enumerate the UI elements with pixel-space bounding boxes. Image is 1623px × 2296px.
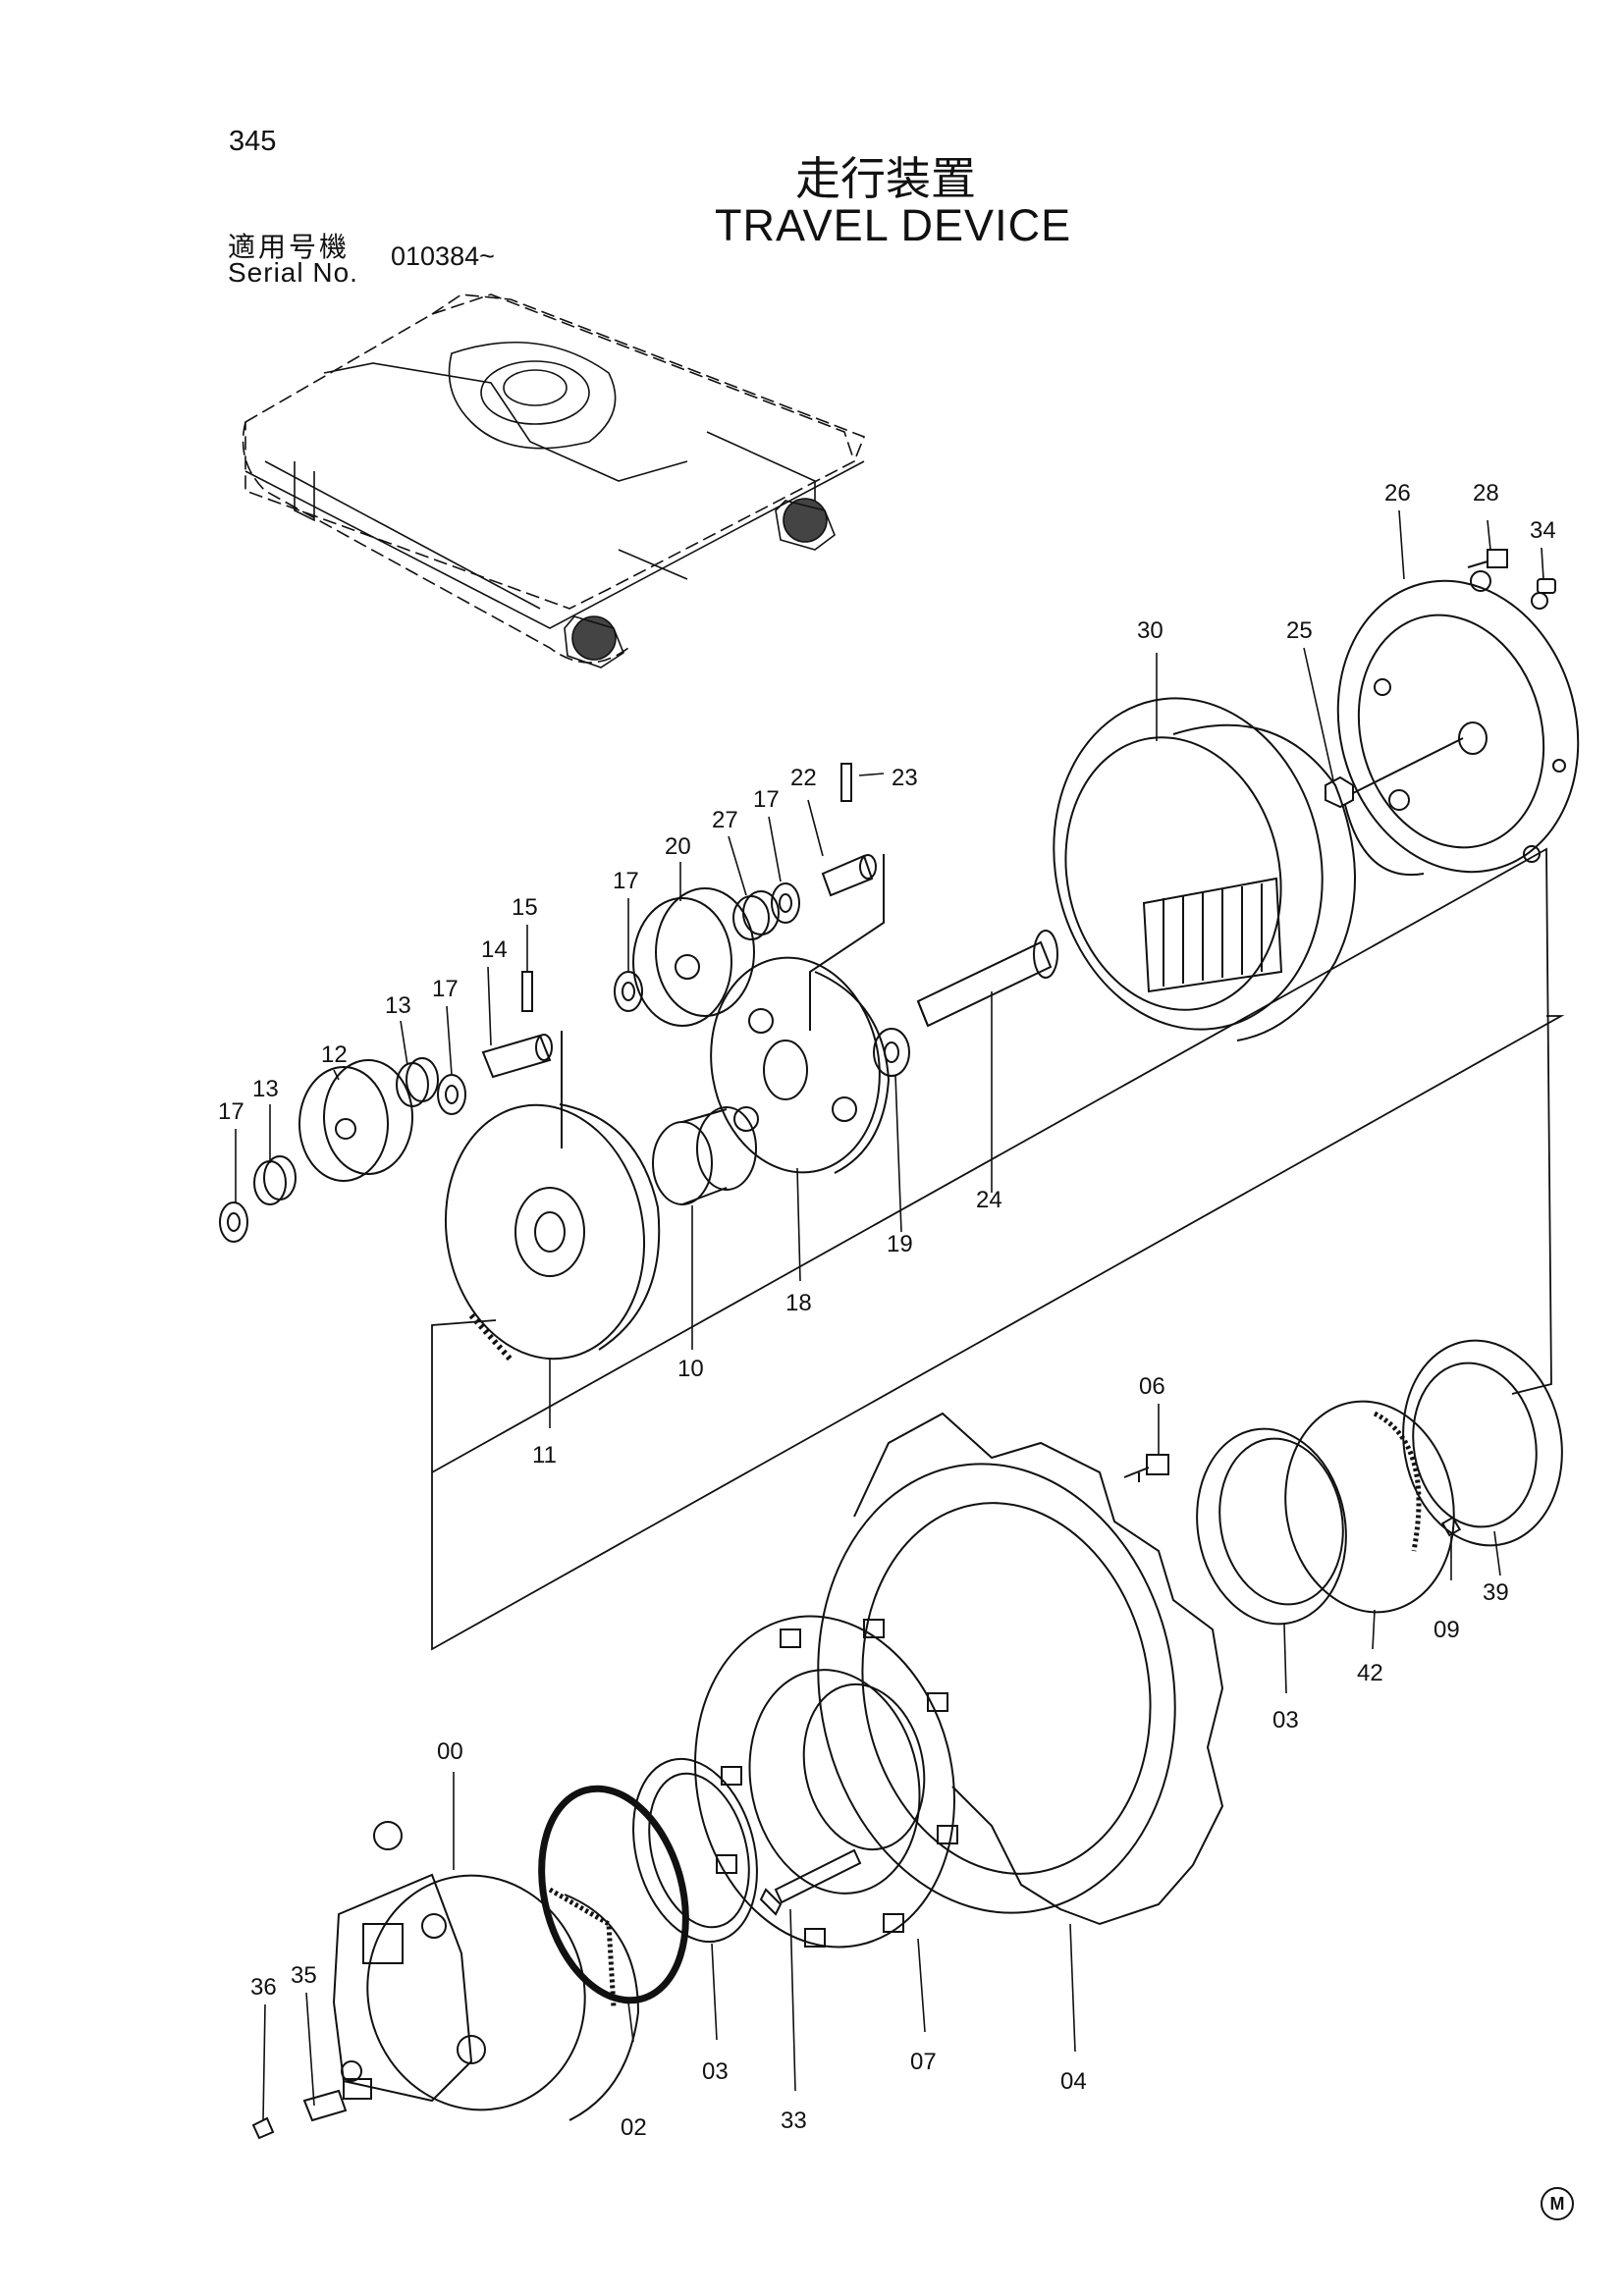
part-label-17-left: 17 (218, 1098, 244, 1125)
corner-mark: M (1541, 2187, 1574, 2220)
part-label-13-lower: 13 (252, 1076, 279, 1102)
pin-23 (840, 763, 852, 802)
part-label-00: 00 (437, 1738, 463, 1765)
bearing-27 (732, 890, 780, 940)
part-label-14: 14 (481, 936, 508, 963)
part-label-02: 02 (621, 2114, 647, 2141)
ring-39 (1402, 1339, 1563, 1547)
carrier-11 (444, 1103, 661, 1362)
part-label-26: 26 (1384, 480, 1411, 507)
part-label-25: 25 (1286, 617, 1313, 644)
part-label-12: 12 (321, 1041, 348, 1068)
hub-07 (694, 1615, 958, 1949)
part-label-22: 22 (790, 765, 817, 791)
sprocket-04 (817, 1412, 1224, 1926)
part-label-13-upper: 13 (385, 992, 411, 1019)
part-label-07: 07 (910, 2049, 937, 2075)
bolt-33 (759, 1848, 862, 1916)
pin-15 (521, 971, 533, 1012)
part-label-03-left: 03 (702, 2058, 729, 2085)
part-label-20: 20 (665, 833, 691, 860)
part-label-35: 35 (291, 1962, 317, 1989)
track-frame-illustration (242, 294, 866, 668)
ring-gear-housing (1053, 697, 1356, 1041)
plate-35 (302, 2089, 348, 2122)
pin-22 (821, 854, 877, 897)
part-label-34: 34 (1530, 517, 1556, 544)
part-label-28: 28 (1473, 480, 1499, 507)
leader-lines (235, 509, 1544, 2121)
shaft-24 (916, 930, 1058, 1028)
washers-17 (219, 882, 800, 1243)
bolt-06 (1123, 1454, 1169, 1482)
gear-12 (298, 1059, 413, 1182)
carrier-18 (710, 956, 891, 1174)
sun-gear-10 (652, 1106, 757, 1205)
part-label-06: 06 (1139, 1373, 1165, 1400)
part-label-39: 39 (1483, 1579, 1509, 1606)
pin-09 (1440, 1516, 1462, 1537)
part-label-09: 09 (1434, 1617, 1460, 1643)
o-ring-02 (538, 1785, 689, 2004)
part-label-11: 11 (532, 1442, 557, 1468)
serial-label-english: Serial No. (228, 257, 358, 288)
assembly-bracket-lines (431, 847, 1565, 1651)
leader-carrier-pins (809, 854, 885, 1031)
bolt-36 (251, 2116, 275, 2140)
title-english: TRAVEL DEVICE (715, 200, 1072, 250)
part-label-17-gear20: 17 (613, 868, 639, 894)
part-label-23: 23 (892, 765, 918, 791)
part-label-24: 24 (976, 1187, 1002, 1213)
part-label-19: 19 (887, 1231, 913, 1257)
gear-20 (632, 887, 755, 1027)
serial-value: 010384~ (391, 241, 495, 271)
part-label-15: 15 (512, 894, 538, 921)
title-japanese: 走行装置 (795, 152, 976, 205)
part-label-17-pin14: 17 (432, 976, 459, 1002)
end-cover (1336, 570, 1580, 877)
floating-seal-03 (1196, 1427, 1347, 1626)
seal-03 (632, 1757, 758, 1944)
serial-label-japanese: 適用号機 (228, 231, 351, 263)
part-label-17-top: 17 (753, 786, 780, 813)
pin-14 (481, 1034, 553, 1079)
ring-42 (1284, 1400, 1455, 1614)
part-label-18: 18 (785, 1290, 812, 1316)
part-label-30: 30 (1137, 617, 1163, 644)
part-label-04: 04 (1060, 2068, 1087, 2095)
part-labels: 26 28 34 30 25 22 23 27 17 20 17 15 14 1… (218, 480, 1556, 2141)
travel-motor-00 (332, 1821, 640, 2121)
plug-34 (1537, 578, 1556, 594)
bolt-28 (1467, 549, 1508, 568)
part-label-33: 33 (781, 2108, 807, 2134)
part-label-03-right: 03 (1272, 1707, 1299, 1734)
part-label-42: 42 (1357, 1660, 1383, 1686)
page-number: 345 (229, 126, 277, 157)
part-label-27: 27 (712, 807, 738, 833)
part-label-36: 36 (250, 1974, 277, 2001)
part-label-10: 10 (677, 1356, 704, 1382)
plug-25 (1325, 737, 1464, 809)
